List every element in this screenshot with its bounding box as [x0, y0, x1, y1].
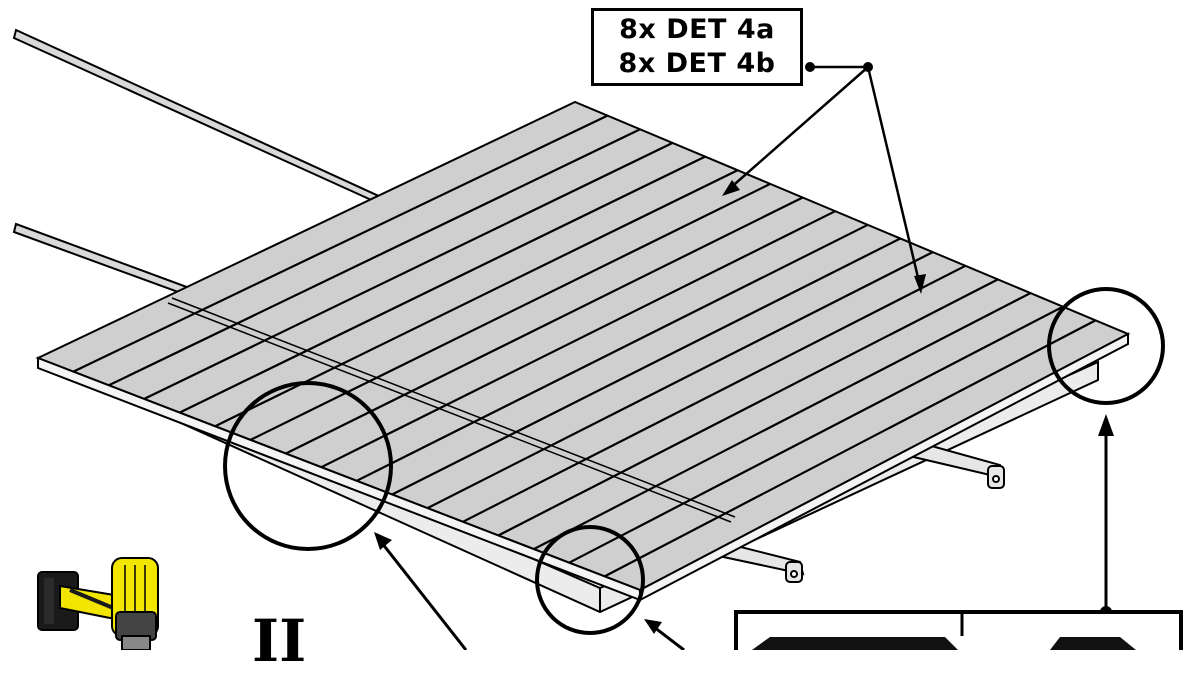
slat-gap-line [320, 210, 836, 469]
detail-circle-right [1047, 287, 1165, 405]
slat-gap-line [462, 264, 966, 523]
slat-gap-line [391, 237, 901, 496]
slat-gap-line [604, 319, 1097, 578]
slat-joint-line [167, 101, 1129, 523]
slat-gap-line [568, 305, 1064, 564]
slat-gap-line [143, 141, 674, 400]
slat-gap-line [250, 182, 771, 441]
detail-circle-front [535, 525, 645, 635]
assembly-drawing [12, 28, 1183, 662]
callout-label: 8x DET 4a 8x DET 4b [591, 8, 803, 86]
detail-arrow-right [1098, 414, 1114, 612]
detail-inset-box [734, 610, 1183, 662]
rail-lower [12, 222, 205, 302]
slat-gap-line [427, 251, 934, 510]
partial-heading-glyph: II [252, 607, 307, 675]
slat-gap-line [533, 292, 1031, 551]
callout-leader-dot-right [863, 62, 873, 72]
callout-arrowhead-upper [722, 180, 740, 196]
cordless-drill-icon [37, 557, 159, 651]
callout-label-line-1: 8x DET 4a [619, 14, 775, 45]
callout-leader-dot-left [805, 62, 815, 72]
rail-upper [12, 28, 407, 215]
slat-gap-line [497, 278, 999, 537]
detail-arrow-front [644, 619, 685, 652]
slat-gap-line [72, 114, 608, 373]
slat-gap-line [356, 223, 869, 482]
detail-circle-left [223, 381, 393, 551]
deck-slats [72, 114, 1097, 578]
callout-label-line-2: 8x DET 4b [618, 48, 776, 79]
slat-gap-line [179, 155, 706, 414]
callout-arrowhead-lower [914, 274, 926, 294]
detail-arrow-left [374, 532, 468, 651]
callout-leader [727, 65, 922, 287]
slat-gap-line [108, 128, 641, 387]
deck-top [35, 100, 1131, 602]
